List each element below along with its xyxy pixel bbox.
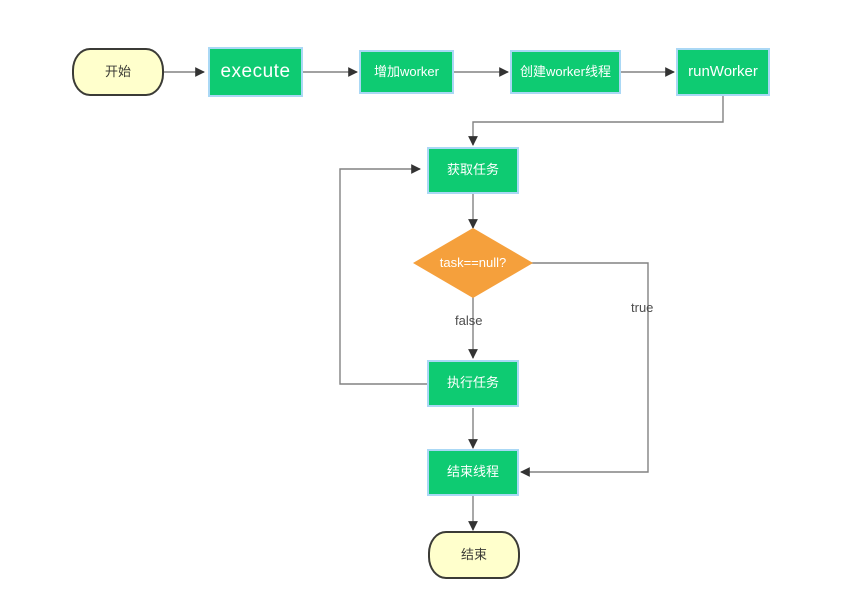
node-task-null-label: task==null? (439, 254, 507, 270)
node-end-thread-label: 结束线程 (446, 464, 499, 480)
node-get-task-label: 获取任务 (446, 162, 499, 178)
node-run-worker[interactable]: runWorker (676, 48, 770, 96)
node-end[interactable]: 结束 (428, 531, 520, 579)
node-execute-label: execute (220, 61, 291, 83)
node-end-thread[interactable]: 结束线程 (427, 449, 519, 496)
edge-runworker-gettask (468, 96, 724, 146)
node-add-worker[interactable]: 增加worker (359, 50, 454, 94)
node-add-worker-label: 增加worker (373, 63, 439, 79)
node-start[interactable]: 开始 (72, 48, 164, 96)
edge-tasknull-endthread-true (520, 262, 649, 477)
node-start-label: 开始 (104, 63, 131, 79)
node-do-task-label: 执行任务 (446, 375, 499, 391)
node-create-thread[interactable]: 创建worker线程 (510, 50, 621, 94)
node-create-thread-label: 创建worker线程 (519, 63, 611, 79)
node-end-label: 结束 (460, 546, 487, 562)
node-run-worker-label: runWorker (688, 63, 758, 81)
diamond-shape (413, 228, 533, 298)
node-get-task[interactable]: 获取任务 (427, 147, 519, 194)
node-execute[interactable]: execute (208, 47, 303, 97)
node-do-task[interactable]: 执行任务 (427, 360, 519, 407)
edge-label-true: true (631, 300, 654, 315)
edge-label-false: false (455, 313, 483, 328)
node-task-null-decision[interactable]: task==null? (413, 228, 533, 298)
